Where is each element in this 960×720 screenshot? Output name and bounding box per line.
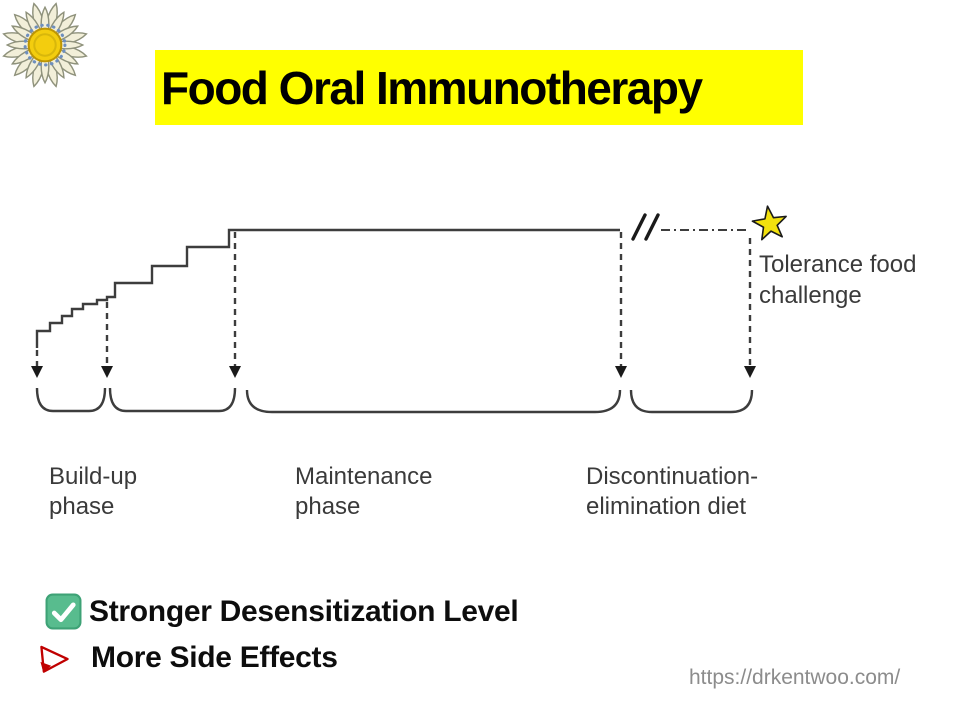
- label-discontinuation-phase: Discontinuation- elimination diet: [586, 463, 759, 520]
- oit-phases-diagram: [31, 205, 787, 414]
- page-title: Food Oral Immunotherapy: [155, 50, 803, 125]
- sunflower-icon: [2, 2, 88, 88]
- down-arrow-4: [615, 366, 627, 378]
- bullet-side-effects: More Side Effects: [38, 641, 338, 675]
- time-break-slash-2: [644, 213, 660, 241]
- time-break-slash-1: [631, 213, 647, 241]
- green-check-icon: [45, 593, 82, 630]
- dose-staircase-line: [35, 228, 620, 348]
- brace-discontinuation: [629, 389, 754, 414]
- down-arrow-5: [744, 366, 756, 378]
- down-arrow-3: [229, 366, 241, 378]
- bullet-desensitization-text: Stronger Desensitization Level: [89, 594, 519, 628]
- down-arrow-1: [31, 366, 43, 378]
- red-arrow-icon: [40, 645, 69, 673]
- label-buildup-phase: Build-up phase: [49, 463, 138, 520]
- website-url: https://drkentwoo.com/: [689, 666, 901, 689]
- brace-maintenance: [245, 389, 622, 414]
- star-icon: [751, 205, 787, 241]
- bullet-side-effects-text: More Side Effects: [91, 641, 338, 674]
- label-tolerance-food-challenge: Tolerance food challenge: [759, 251, 917, 309]
- down-arrow-2: [101, 366, 113, 378]
- brace-buildup-1: [35, 387, 107, 413]
- sunflower-logo: [0, 0, 92, 92]
- label-maintenance-phase: Maintenance phase: [295, 463, 433, 520]
- bullet-desensitization: Stronger Desensitization Level: [45, 593, 519, 630]
- brace-buildup-2: [108, 387, 237, 413]
